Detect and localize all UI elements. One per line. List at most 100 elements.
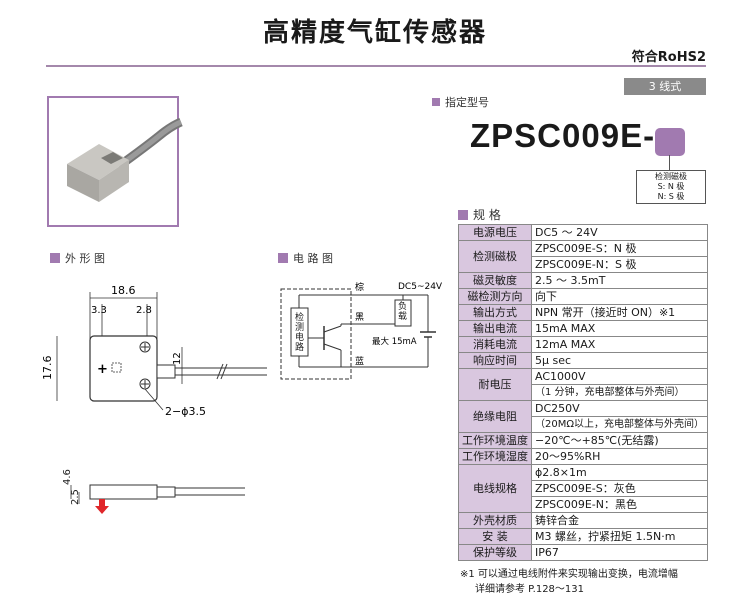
spec-value: ZPSC009E-S：灰色 <box>531 480 708 497</box>
spec-value: 15mA MAX <box>531 320 708 337</box>
spec-key: 电线规格 <box>458 464 532 513</box>
spec-key: 检测磁极 <box>458 240 532 273</box>
spec-value: 2.5 ～ 3.5mT <box>531 272 708 289</box>
outline-drawing: 18.6 3.3 2.8 17.6 + 12 2−ϕ3.5 <box>41 284 267 514</box>
spec-value: ZPSC009E-N：S 极 <box>531 256 708 273</box>
dim-width-total: 18.6 <box>111 284 136 297</box>
spec-key: 绝缘电阻 <box>458 400 532 433</box>
spec-key: 消耗电流 <box>458 336 532 353</box>
spec-value: 向下 <box>531 288 708 305</box>
spec-value: DC5 ～ 24V <box>531 224 708 241</box>
outline-section-header: 外 形 图 <box>50 250 105 266</box>
spec-key: 电源电压 <box>458 224 532 241</box>
model-note-s: S: N 极 <box>657 182 685 191</box>
spec-key: 工作环境湿度 <box>458 448 532 465</box>
spec-key: 工作环境温度 <box>458 432 532 449</box>
spec-row: （20MΩ以上，充电部整体与外壳间） <box>459 416 708 433</box>
spec-value: ZPSC009E-N：黑色 <box>531 496 708 513</box>
spec-key: 耐电压 <box>458 368 532 401</box>
spec-key: 磁检测方向 <box>458 288 532 305</box>
footnote-line-1: ※1 可以通过电线附件来实现输出变换，电流增幅 <box>460 569 678 580</box>
spec-row: 磁检测方向向下 <box>458 288 708 305</box>
outline-section-label: 外 形 图 <box>65 252 105 265</box>
spec-value: 铸锌合金 <box>531 512 708 529</box>
footnote-line-2: 详细请参考 P.128～131 <box>475 584 585 595</box>
dim-side-height-1: 4.6 <box>62 469 73 485</box>
circuit-diagram: 棕 黑 蓝 DC5~24V 最大 15mA <box>280 281 443 380</box>
rohs-label: 符合RoHS2 <box>631 50 706 65</box>
sensor-photo-image <box>67 117 183 202</box>
spec-value: M3 螺丝，拧紧扭矩 1.5N·m <box>531 528 708 545</box>
circuit-section-header: 电 路 图 <box>278 250 333 266</box>
spec-key: 响应时间 <box>458 352 532 369</box>
section-marker-icon <box>278 253 288 263</box>
model-note-n: N: S 极 <box>657 192 685 201</box>
spec-row: ZPSC009E-N：S 极 <box>459 256 708 273</box>
spec-value: ZPSC009E-S：N 极 <box>531 240 708 257</box>
spec-row: 外壳材质铸锌合金 <box>458 512 708 529</box>
spec-value: （1 分钟，充电部整体与外壳间） <box>531 384 708 401</box>
dim-width-left: 3.3 <box>91 305 107 316</box>
header-divider <box>46 65 706 67</box>
spec-value: NPN 常开（接近时 ON）※1 <box>531 304 708 321</box>
spec-value: DC250V <box>531 400 708 417</box>
spec-row: ZPSC009E-S：灰色 <box>459 480 708 497</box>
model-note: 检测磁极 S: N 极 N: S 极 <box>636 170 706 204</box>
model-suffix-box <box>655 128 685 156</box>
dim-holes: 2−ϕ3.5 <box>165 405 206 418</box>
max-current-label: 最大 15mA <box>372 336 417 347</box>
spec-section-label: 规 格 <box>473 208 501 222</box>
wire-blue-label: 蓝 <box>355 355 364 367</box>
supply-voltage-label: DC5~24V <box>398 282 443 292</box>
plus-mark-icon: + <box>97 362 108 377</box>
spec-row: 工作环境温度−20℃～+85℃(无结露) <box>458 432 708 449</box>
spec-value: −20℃～+85℃(无结露) <box>531 432 708 449</box>
model-number: ZPSC009E- <box>470 117 656 154</box>
spec-key: 输出方式 <box>458 304 532 321</box>
wire-brown-label: 棕 <box>355 281 364 293</box>
dim-height-total: 17.6 <box>41 356 54 381</box>
detection-circuit-label: 检测电路 <box>295 313 305 353</box>
spec-value: AC1000V <box>531 368 708 385</box>
dim-side-height-2: 2.5 <box>70 489 81 505</box>
model-section-header: 指定型号 <box>432 94 489 110</box>
page-title: 高精度气缸传感器 <box>262 18 487 48</box>
section-marker-icon <box>50 253 60 263</box>
model-callout-line <box>669 155 670 171</box>
magnet-direction-arrow-icon <box>95 506 109 514</box>
model-section-label: 指定型号 <box>445 96 489 109</box>
spec-key: 安 装 <box>458 528 532 545</box>
dim-hole-spacing: 12 <box>172 352 183 365</box>
spec-value: 20～95%RH <box>531 448 708 465</box>
wires-badge: 3 线式 <box>624 78 706 95</box>
spec-key: 外壳材质 <box>458 512 532 529</box>
spec-value: 5μ sec <box>531 352 708 369</box>
spec-value: 12mA MAX <box>531 336 708 353</box>
spec-key: 磁灵敏度 <box>458 272 532 289</box>
circuit-section-label: 电 路 图 <box>293 252 333 265</box>
product-photo <box>47 96 183 227</box>
spec-section-header: 规 格 <box>458 206 501 223</box>
section-marker-icon <box>458 209 468 220</box>
spec-key: 输出电流 <box>458 320 532 337</box>
spec-key: 保护等级 <box>458 544 532 561</box>
spec-row: ZPSC009E-N：黑色 <box>459 496 708 513</box>
dim-width-right: 2.8 <box>136 305 152 316</box>
spec-value: IP67 <box>531 544 708 561</box>
section-marker-icon <box>432 98 440 106</box>
model-note-title: 检测磁极 <box>655 172 687 181</box>
